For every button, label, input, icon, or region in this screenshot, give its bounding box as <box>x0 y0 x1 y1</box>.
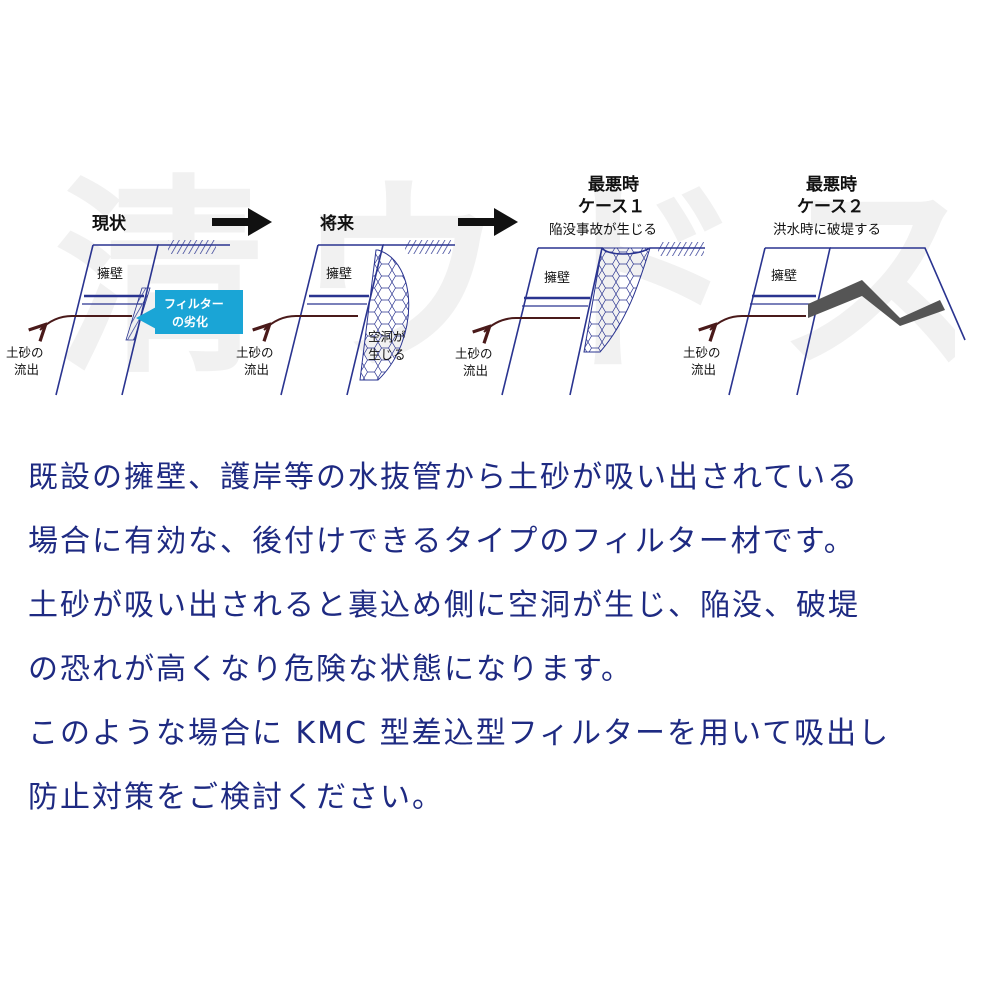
retaining-wall <box>280 244 455 396</box>
stage-worst-case-2: 最悪時 ケース２ 洪水時に破堤する 擁壁 土砂の 流出 <box>683 174 966 396</box>
stage-title: ケース１ <box>578 197 645 217</box>
ground-hatch <box>405 240 451 254</box>
description-line: 防止対策をご検討ください。 <box>28 780 444 815</box>
ground-hatch <box>168 240 216 254</box>
description-line: このような場合に KMC 型差込型フィルターを用いて吸出し <box>28 716 891 751</box>
stage-future: 将来 擁壁 土砂の 流出 空洞が 生じる <box>236 213 455 396</box>
description-line: の恐れが高くなり危険な状態になります。 <box>28 652 633 687</box>
stage-title: 将来 <box>320 213 355 234</box>
ground-hatch <box>658 242 704 256</box>
filter-zone <box>125 287 151 341</box>
stage-title: 最悪時 <box>806 174 857 195</box>
outflow-label: 流出 <box>244 362 269 377</box>
description-line: 既設の擁壁、護岸等の水抜管から土砂が吸い出されている <box>28 460 860 495</box>
collapse-zone <box>583 247 651 353</box>
outflow-label: 土砂の <box>683 345 721 360</box>
process-diagram: 現状 擁壁 土砂の 流出 フィルター の劣化 将来 <box>6 174 966 396</box>
callout-pointer <box>136 306 158 330</box>
outflow-label: 流出 <box>14 362 39 377</box>
breach-crack <box>808 280 945 326</box>
description-line: 土砂が吸い出されると裏込め側に空洞が生じ、陥没、破堤 <box>28 588 860 623</box>
callout-text: の劣化 <box>172 314 208 329</box>
cavity <box>359 249 410 381</box>
wall-label: 擁壁 <box>771 269 797 284</box>
cavity-label: 生じる <box>368 347 406 362</box>
outflow-label: 土砂の <box>236 345 274 360</box>
stage-title: 最悪時 <box>588 174 639 195</box>
outflow-label: 流出 <box>463 363 488 378</box>
retaining-wall <box>501 247 705 396</box>
retaining-wall <box>728 247 966 396</box>
arrow-right-icon <box>212 208 272 236</box>
stage-current: 現状 擁壁 土砂の 流出 フィルター の劣化 <box>6 213 243 396</box>
description-line: 場合に有効な、後付けできるタイプのフィルター材です。 <box>28 524 856 559</box>
filter-degradation-callout: フィルター の劣化 <box>136 290 243 334</box>
stage-subtitle: 陥没事故が生じる <box>549 221 657 238</box>
drain-pipe <box>484 317 580 332</box>
stage-title: ケース２ <box>797 197 864 217</box>
wall-label: 擁壁 <box>544 271 570 286</box>
stage-worst-case-1: 最悪時 ケース１ 陥没事故が生じる 擁壁 土砂の 流出 <box>455 174 705 396</box>
wall-label: 擁壁 <box>326 267 352 282</box>
description: 既設の擁壁、護岸等の水抜管から土砂が吸い出されている 場合に有効な、後付けできる… <box>28 446 978 830</box>
drain-pipe <box>40 315 132 330</box>
outflow-label: 流出 <box>691 362 716 377</box>
outflow-label: 土砂の <box>6 345 44 360</box>
drain-pipe <box>264 315 358 330</box>
stage-title: 現状 <box>92 213 127 234</box>
wall-label: 擁壁 <box>97 267 123 282</box>
drain-pipe <box>710 315 806 330</box>
stage-subtitle: 洪水時に破堤する <box>773 222 881 238</box>
callout-text: フィルター <box>164 297 224 311</box>
outflow-label: 土砂の <box>455 346 493 361</box>
cavity-label: 空洞が <box>368 329 406 344</box>
callout-box <box>155 290 243 334</box>
arrow-right-icon <box>458 208 518 236</box>
